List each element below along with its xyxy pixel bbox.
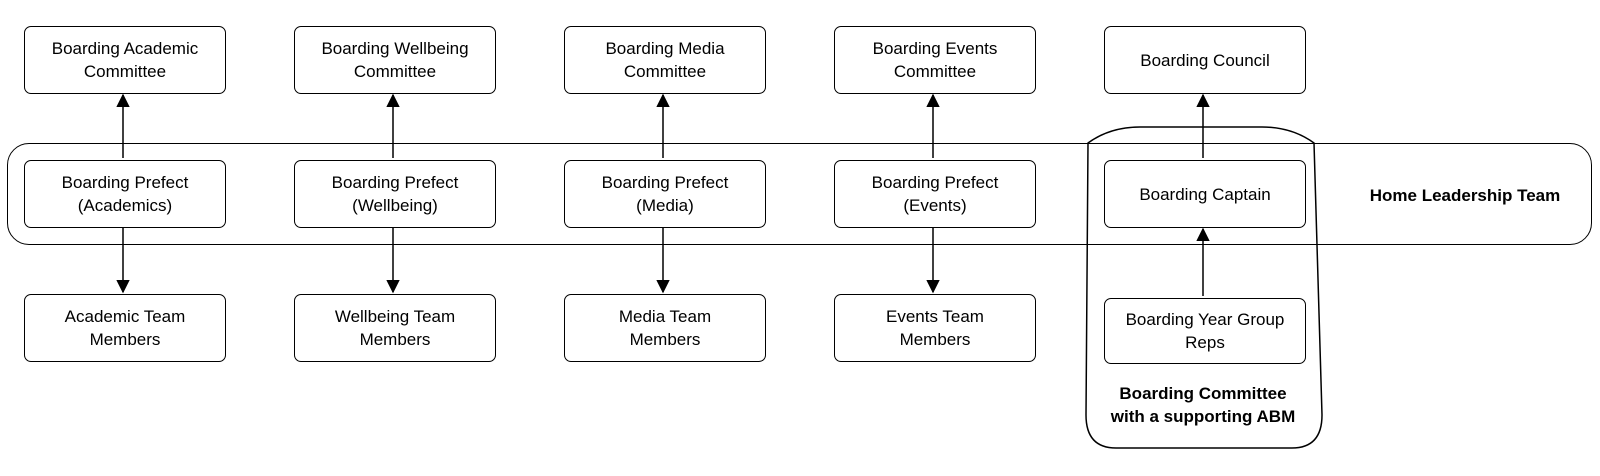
media-committee-node: Boarding Media Committee	[564, 26, 766, 94]
year-group-reps-node: Boarding Year Group Reps	[1104, 298, 1306, 364]
academic-committee-node: Boarding Academic Committee	[24, 26, 226, 94]
academic-team-members-node: Academic Team Members	[24, 294, 226, 362]
wellbeing-committee-node: Boarding Wellbeing Committee	[294, 26, 496, 94]
events-team-members-node: Events Team Members	[834, 294, 1036, 362]
boarding-committee-group	[1085, 126, 1323, 449]
boarding-captain-node: Boarding Captain	[1104, 160, 1306, 228]
media-team-members-node: Media Team Members	[564, 294, 766, 362]
prefect-academics-node: Boarding Prefect (Academics)	[24, 160, 226, 228]
events-committee-node: Boarding Events Committee	[834, 26, 1036, 94]
home-leadership-team-group	[7, 143, 1592, 245]
prefect-events-node: Boarding Prefect (Events)	[834, 160, 1036, 228]
home-leadership-team-label: Home Leadership Team	[1369, 186, 1561, 205]
wellbeing-team-members-node: Wellbeing Team Members	[294, 294, 496, 362]
boarding-council-node: Boarding Council	[1104, 26, 1306, 94]
prefect-wellbeing-node: Boarding Prefect (Wellbeing)	[294, 160, 496, 228]
prefect-media-node: Boarding Prefect (Media)	[564, 160, 766, 228]
boarding-committee-label: Boarding Committee with a supporting ABM	[1110, 384, 1296, 426]
